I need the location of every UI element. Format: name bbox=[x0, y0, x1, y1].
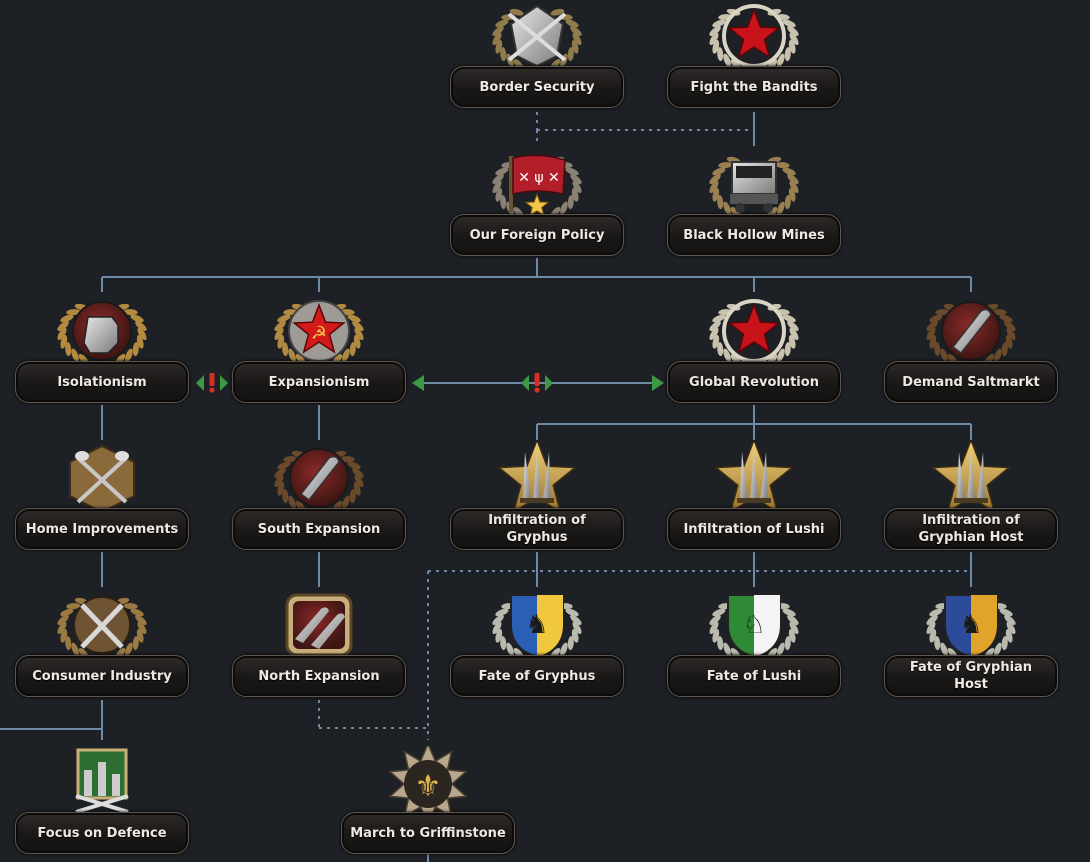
focus-global-revolution[interactable]: Global Revolution bbox=[665, 295, 843, 405]
focus-connectors bbox=[0, 112, 972, 862]
focus-label: Isolationism bbox=[15, 361, 189, 403]
focus-label: March to Griffinstone bbox=[341, 812, 515, 854]
gold-lily-star-icon: ⚜ bbox=[388, 746, 468, 816]
exclusive-arrow-left bbox=[412, 375, 424, 391]
svg-text:♘: ♘ bbox=[742, 610, 765, 640]
gryphus-shield-icon: ♞ bbox=[492, 594, 582, 659]
focus-infiltration-of-gryphian-host[interactable]: Infiltration of Gryphian Host bbox=[882, 442, 1060, 552]
red-star-hammer-sickle-icon: ☭ bbox=[274, 300, 364, 365]
red-star-wreath-icon bbox=[709, 299, 799, 365]
factory-defence-icon bbox=[75, 748, 129, 814]
focus-label: Consumer Industry bbox=[15, 655, 189, 697]
focus-fate-of-lushi[interactable]: ♘ Fate of Lushi bbox=[665, 589, 843, 699]
lushi-shield-icon: ♘ bbox=[709, 594, 799, 659]
focus-fight-the-bandits[interactable]: Fight the Bandits bbox=[665, 0, 843, 110]
daggers-star-icon bbox=[931, 442, 1011, 512]
focus-label: Border Security bbox=[450, 66, 624, 108]
svg-text:⚜: ⚜ bbox=[415, 769, 442, 804]
focus-label: Home Improvements bbox=[15, 508, 189, 550]
mine-cart-icon bbox=[709, 156, 799, 218]
artillery-shells-icon bbox=[285, 593, 353, 657]
focus-consumer-industry[interactable]: Consumer Industry bbox=[13, 589, 191, 699]
crossed-wrenches-icon bbox=[57, 596, 147, 659]
focus-label: Black Hollow Mines bbox=[667, 214, 841, 256]
focus-label: Demand Saltmarkt bbox=[884, 361, 1058, 403]
artillery-shell-icon bbox=[926, 301, 1016, 365]
focus-label: Expansionism bbox=[232, 361, 406, 403]
focus-label: Global Revolution bbox=[667, 361, 841, 403]
mutually-exclusive-marker bbox=[196, 373, 228, 393]
focus-label: Infiltration of Lushi bbox=[667, 508, 841, 550]
focus-label: South Expansion bbox=[232, 508, 406, 550]
focus-label: Fate of Gryphian Host bbox=[884, 655, 1058, 697]
focus-fate-of-gryphus[interactable]: ♞ Fate of Gryphus bbox=[448, 589, 626, 699]
fist-wreath-icon bbox=[57, 301, 147, 365]
focus-label: Infiltration of Gryphus bbox=[450, 508, 624, 550]
crossed-shovels-icon bbox=[69, 444, 135, 512]
svg-text:☭: ☭ bbox=[311, 323, 327, 344]
focus-infiltration-of-gryphus[interactable]: Infiltration of Gryphus bbox=[448, 442, 626, 552]
focus-north-expansion[interactable]: North Expansion bbox=[230, 589, 408, 699]
focus-fate-of-gryphian-host[interactable]: ♞ Fate of Gryphian Host bbox=[882, 589, 1060, 699]
focus-label: North Expansion bbox=[232, 655, 406, 697]
exclusive-arrow-right bbox=[652, 375, 664, 391]
svg-text:♞: ♞ bbox=[959, 610, 982, 640]
focus-label: Fight the Bandits bbox=[667, 66, 841, 108]
focus-label: Infiltration of Gryphian Host bbox=[884, 508, 1058, 550]
focus-label: Fate of Gryphus bbox=[450, 655, 624, 697]
mutually-exclusive-marker bbox=[521, 373, 553, 393]
focus-label: Our Foreign Policy bbox=[450, 214, 624, 256]
crossed-swords-shield-icon bbox=[492, 4, 582, 70]
focus-home-improvements[interactable]: Home Improvements bbox=[13, 442, 191, 552]
focus-march-to-griffinstone[interactable]: ⚜ March to Griffinstone bbox=[339, 746, 517, 856]
focus-focus-on-defence[interactable]: Focus on Defence bbox=[13, 746, 191, 856]
red-star-wreath-icon bbox=[709, 4, 799, 70]
focus-black-hollow-mines[interactable]: Black Hollow Mines bbox=[665, 148, 843, 258]
red-flag-star-icon: ✕ ψ ✕ bbox=[492, 154, 582, 218]
focus-expansionism[interactable]: ☭ Expansionism bbox=[230, 295, 408, 405]
focus-label: Focus on Defence bbox=[15, 812, 189, 854]
focus-infiltration-of-lushi[interactable]: Infiltration of Lushi bbox=[665, 442, 843, 552]
focus-border-security[interactable]: Border Security bbox=[448, 0, 626, 110]
focus-label: Fate of Lushi bbox=[667, 655, 841, 697]
gryphian-host-shield-icon: ♞ bbox=[926, 594, 1016, 659]
focus-our-foreign-policy[interactable]: ✕ ψ ✕ Our Foreign Policy bbox=[448, 148, 626, 258]
artillery-shell-icon bbox=[274, 448, 364, 512]
daggers-star-icon bbox=[714, 442, 794, 512]
focus-south-expansion[interactable]: South Expansion bbox=[230, 442, 408, 552]
svg-text:✕ ψ ✕: ✕ ψ ✕ bbox=[518, 170, 560, 186]
focus-isolationism[interactable]: Isolationism bbox=[13, 295, 191, 405]
focus-demand-saltmarkt[interactable]: Demand Saltmarkt bbox=[882, 295, 1060, 405]
svg-text:♞: ♞ bbox=[525, 610, 548, 640]
daggers-star-icon bbox=[497, 442, 577, 512]
